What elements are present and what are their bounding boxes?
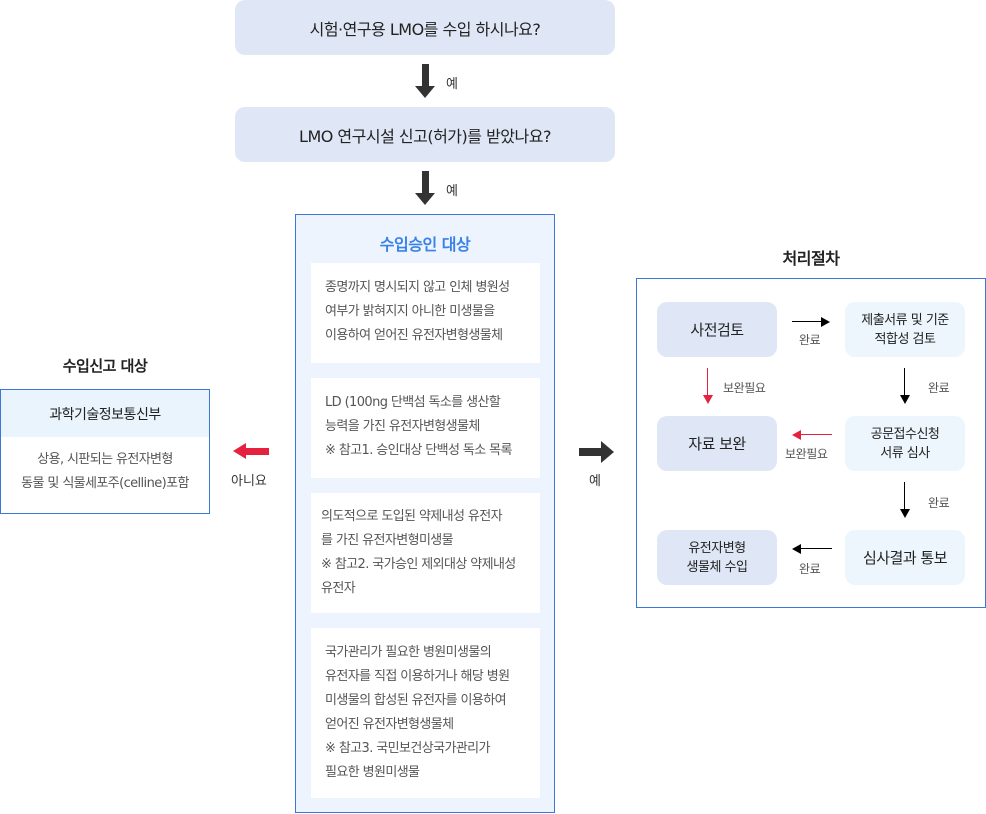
step-supplement: 자료 보완: [657, 416, 777, 471]
item-line: 미생물의 합성된 유전자를 이용하여: [325, 693, 507, 708]
report-target-title: 수입신고 대상: [62, 357, 148, 375]
needs-supplement-label: 보완필요: [723, 381, 766, 395]
complete-label: 완료: [799, 333, 821, 347]
needs-supplement-label: 보완필요: [785, 447, 828, 461]
approval-title: 수입승인 대상: [379, 235, 471, 254]
item-line: ※ 참고2. 국가승인 제외대상 약제내성: [321, 557, 516, 572]
item-line: 여부가 밝혀지지 아니한 미생물을: [325, 304, 495, 319]
question-text: LMO 연구시설 신고(허가)를 받았나요?: [299, 126, 551, 146]
right-arrow-icon: [579, 441, 615, 463]
item-line: 유전자를 직접 이용하거나 해당 병원: [325, 669, 510, 684]
step-label: 생물체 수입: [686, 559, 748, 575]
question-facility-permit: LMO 연구시설 신고(허가)를 받았나요?: [235, 107, 615, 162]
process-panel: 사전검토 제출서류 및 기준 적합성 검토 자료 보완 공문접수신청 서류 심사…: [636, 278, 986, 608]
step-result-notice: 심사결과 통보: [845, 530, 965, 585]
item-line: ※ 참고1. 승인대상 단백성 독소 목록: [325, 443, 512, 458]
approval-item: 국가관리가 필요한 병원미생물의 유전자를 직접 이용하거나 해당 병원 미생물…: [311, 628, 540, 798]
yes-label: 예: [446, 184, 458, 199]
step-pre-review: 사전검토: [657, 302, 777, 357]
report-agency: 과학기술정보통신부: [1, 390, 209, 437]
step-label: 제출서류 및 기준: [861, 312, 949, 328]
no-label: 아니요: [231, 474, 267, 489]
yes-label: 예: [446, 77, 458, 92]
approval-item: LD (100ng 단백섬 독소를 생산할 능력을 가진 유전자변형생물체 ※ …: [311, 378, 540, 478]
down-arrow-icon: [703, 368, 713, 405]
item-line: 종명까지 명시되지 않고 인체 병원성: [325, 280, 510, 295]
report-line: 동물 및 식물세포주(celline)포함: [21, 476, 189, 491]
step-label: 공문접수신청: [870, 426, 940, 442]
step-label: 유전자변형: [688, 540, 746, 556]
down-arrow-icon: [415, 64, 437, 100]
item-line: 능력을 가진 유전자변형생물체: [325, 419, 480, 434]
down-arrow-icon: [415, 171, 437, 207]
right-arrow-icon: [792, 317, 832, 327]
approval-item: 종명까지 명시되지 않고 인체 병원성 여부가 밝혀지지 아니한 미생물을 이용…: [311, 263, 540, 363]
question-text: 시험·연구용 LMO를 수입 하시나요?: [309, 19, 541, 39]
step-label: 사전검토: [690, 321, 744, 339]
approval-target-panel: 수입승인 대상 종명까지 명시되지 않고 인체 병원성 여부가 밝혀지지 아니한…: [295, 214, 555, 813]
step-label: 적합성 검토: [874, 331, 936, 347]
complete-label: 완료: [799, 562, 821, 576]
step-official-review: 공문접수신청 서류 심사: [845, 416, 965, 471]
item-line: LD (100ng 단백섬 독소를 생산할: [325, 395, 501, 410]
item-line: 얻어진 유전자변형생물체: [325, 717, 454, 732]
down-arrow-icon: [900, 368, 910, 405]
item-line: 의도적으로 도입된 약제내성 유전자: [321, 509, 503, 524]
step-label: 서류 심사: [880, 445, 930, 461]
step-label: 자료 보완: [688, 435, 746, 453]
left-arrow-icon: [792, 544, 832, 554]
item-line: 이용하여 얻어진 유전자변형생물체: [325, 328, 503, 343]
item-line: 를 가진 유전자변형미생물: [321, 533, 454, 548]
agency-name: 과학기술정보통신부: [49, 406, 161, 423]
item-line: 유전자: [321, 581, 356, 596]
question-import-lmo: 시험·연구용 LMO를 수입 하시나요?: [235, 0, 615, 55]
yes-label: 예: [589, 474, 601, 489]
complete-label: 완료: [928, 381, 950, 395]
approval-item: 의도적으로 도입된 약제내성 유전자 를 가진 유전자변형미생물 ※ 참고2. …: [311, 493, 540, 613]
report-target-panel: 과학기술정보통신부 상용, 시판되는 유전자변형 동물 및 식물세포주(cell…: [0, 389, 210, 514]
item-line: ※ 참고3. 국민보건상국가관리가: [325, 741, 490, 756]
step-document-review: 제출서류 및 기준 적합성 검토: [845, 302, 965, 357]
report-line: 상용, 시판되는 유전자변형: [37, 452, 173, 467]
step-label: 심사결과 통보: [862, 549, 948, 567]
process-title: 처리절차: [782, 249, 840, 268]
report-description: 상용, 시판되는 유전자변형 동물 및 식물세포주(celline)포함: [1, 437, 209, 496]
down-arrow-icon: [900, 482, 910, 519]
step-import: 유전자변형 생물체 수입: [657, 530, 777, 585]
left-arrow-icon: [792, 430, 832, 440]
item-line: 국가관리가 필요한 병원미생물의: [325, 645, 492, 660]
complete-label: 완료: [928, 496, 950, 510]
left-arrow-icon: [233, 443, 269, 461]
item-line: 필요한 병원미생물: [325, 765, 420, 780]
